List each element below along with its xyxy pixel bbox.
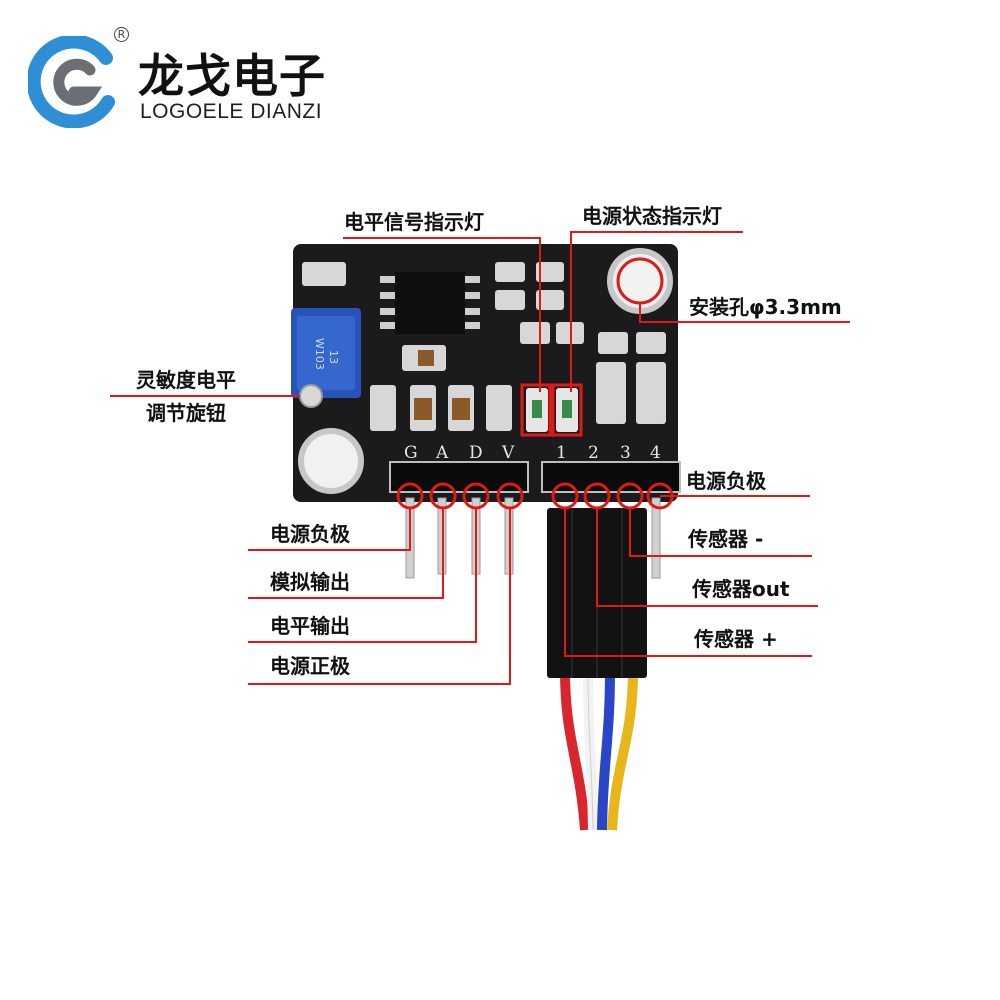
label-right-pin-gnd: 电源负极 [686,469,767,493]
brand-logo-icon [28,36,115,128]
label-left-pin-analog: 模拟输出 [270,570,350,594]
mount-hole-bottom-left [298,428,364,494]
pin-label-2: 2 [588,443,599,463]
label-right-pin-sensor-minus: 传感器 - [687,527,763,551]
label-mount-hole: 安装孔φ3.3mm [689,295,842,319]
label-right-pin-sensor-out: 传感器out [691,577,790,601]
led-highlight-1 [520,383,552,437]
pot-marking-2: W103 [313,338,326,370]
brand-name-en: LOGOELE DIANZI [140,100,323,123]
label-right-pin-sensor-plus: 传感器 + [693,627,778,651]
label-pot-line2: 调节旋钮 [146,401,226,425]
label-left-pin-gnd: 电源负极 [270,522,351,546]
label-pot-line1: 灵敏度电平 [136,368,236,392]
pin-label-1: 1 [556,443,567,463]
pot-marking-1: 13 [327,350,340,364]
pin-label-v: V [501,443,515,463]
label-left-pin-digital: 电平输出 [270,614,350,638]
left-header-pins [405,497,514,579]
registered-mark: R [114,27,129,42]
sensor-cable [560,669,638,831]
brand-name-cn: 龙戈电子 [138,49,326,103]
pin-label-a: A [435,443,449,463]
pin-label-d: D [469,443,483,463]
pin-label-4: 4 [650,443,661,463]
pin-label-3: 3 [620,443,631,463]
pin-label-g: G [404,443,418,463]
label-left-pin-vcc: 电源正极 [270,654,351,678]
label-level-led: 电平信号指示灯 [344,210,484,234]
label-power-led: 电源状态指示灯 [582,204,722,228]
led-highlight-2 [551,383,583,437]
